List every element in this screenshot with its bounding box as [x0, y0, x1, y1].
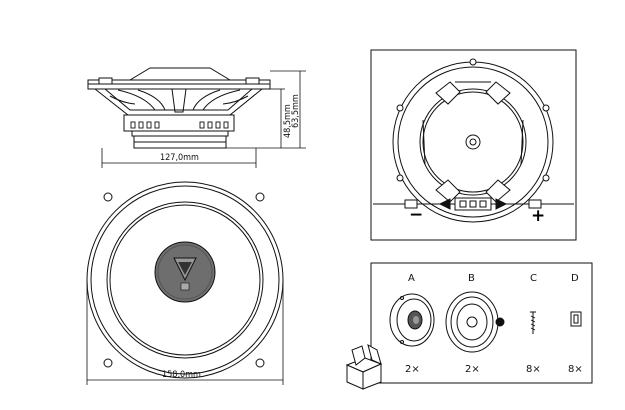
part-b-grille — [446, 292, 504, 352]
part-b-letter: B — [468, 273, 475, 284]
positive-terminal-label: + — [531, 206, 545, 226]
magnet-width-label: 127,0mm — [160, 153, 199, 163]
total-height-label: 63,5mm — [291, 94, 301, 128]
side-view: 48,5mm 63,5mm 127,0mm — [88, 68, 306, 168]
wiring-panel: − + — [371, 50, 576, 240]
part-a-letter: A — [408, 273, 415, 284]
part-d-clip — [571, 312, 581, 326]
box-icon — [347, 345, 381, 389]
parts-panel: A B C D 2× 2× 8× 8× — [347, 263, 592, 389]
part-a-speaker — [390, 294, 434, 346]
part-d-letter: D — [571, 273, 579, 284]
negative-terminal-label: − — [409, 205, 423, 225]
part-c-screw — [530, 312, 536, 334]
part-b-quantity: 2× — [465, 364, 480, 375]
outer-diameter-label: 158,0mm — [162, 370, 201, 380]
part-d-quantity: 8× — [568, 364, 583, 375]
part-c-letter: C — [530, 273, 537, 284]
front-view: 158,0mm — [87, 182, 283, 385]
part-c-quantity: 8× — [526, 364, 541, 375]
part-a-quantity: 2× — [405, 364, 420, 375]
